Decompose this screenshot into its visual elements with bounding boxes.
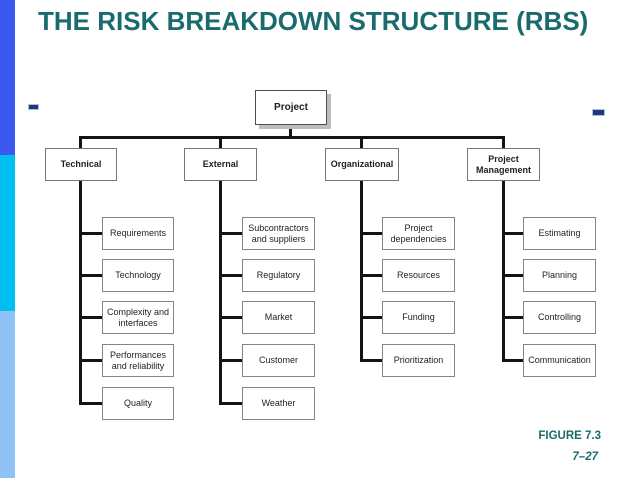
- node-subcontractors-and-suppliers: Subcontractors and suppliers: [242, 217, 315, 250]
- node-performances-and-reliability: Performances and reliability: [102, 344, 174, 377]
- connector-stub: [502, 359, 524, 362]
- connector-stub: [79, 316, 103, 319]
- connector-project-stub: [289, 124, 292, 137]
- node-controlling: Controlling: [523, 301, 596, 334]
- connector-drop-organizational: [360, 136, 363, 150]
- connector-stub: [360, 274, 383, 277]
- connector-stub: [360, 232, 383, 235]
- connector-stub: [502, 274, 524, 277]
- connector-stub: [360, 359, 383, 362]
- connector-stub: [219, 402, 243, 405]
- connector-main-line: [79, 136, 505, 139]
- connector-drop-technical: [79, 136, 82, 150]
- left-accent-bar-bottom: [0, 311, 15, 478]
- connector-stub: [360, 316, 383, 319]
- node-market: Market: [242, 301, 315, 334]
- connector-trunk-technical: [79, 180, 82, 405]
- connector-trunk-pm: [502, 180, 505, 362]
- left-accent-bar-top: [0, 0, 15, 155]
- connector-drop-pm: [502, 136, 505, 150]
- connector-trunk-organizational: [360, 180, 363, 362]
- node-planning: Planning: [523, 259, 596, 292]
- node-funding: Funding: [382, 301, 455, 334]
- node-communication: Communication: [523, 344, 596, 377]
- node-regulatory: Regulatory: [242, 259, 315, 292]
- connector-stub: [502, 316, 524, 319]
- connector-drop-external: [219, 136, 222, 150]
- connector-stub: [219, 274, 243, 277]
- connector-stub: [219, 316, 243, 319]
- slide-title: THE RISK BREAKDOWN STRUCTURE (RBS): [38, 6, 589, 36]
- node-complexity-and-interfaces: Complexity and interfaces: [102, 301, 174, 334]
- node-estimating: Estimating: [523, 217, 596, 250]
- connector-stub: [219, 232, 243, 235]
- left-bullet-dash: [28, 104, 39, 110]
- right-bullet-dash: [592, 109, 605, 116]
- node-customer: Customer: [242, 344, 315, 377]
- connector-stub: [79, 359, 103, 362]
- node-project-dependencies: Project dependencies: [382, 217, 455, 250]
- node-external: External: [184, 148, 257, 181]
- node-technical: Technical: [45, 148, 117, 181]
- page-number: 7–27: [572, 451, 598, 463]
- node-organizational: Organizational: [325, 148, 399, 181]
- figure-label: FIGURE 7.3: [538, 430, 601, 442]
- connector-stub: [79, 274, 103, 277]
- node-weather: Weather: [242, 387, 315, 420]
- node-prioritization: Prioritization: [382, 344, 455, 377]
- connector-stub: [79, 232, 103, 235]
- node-resources: Resources: [382, 259, 455, 292]
- node-project: Project: [255, 90, 327, 125]
- connector-stub: [219, 359, 243, 362]
- node-technology: Technology: [102, 259, 174, 292]
- node-requirements: Requirements: [102, 217, 174, 250]
- connector-stub: [79, 402, 103, 405]
- connector-trunk-external: [219, 180, 222, 405]
- node-quality: Quality: [102, 387, 174, 420]
- connector-stub: [502, 232, 524, 235]
- left-accent-bar-middle: [0, 155, 15, 311]
- node-project-management: Project Management: [467, 148, 540, 181]
